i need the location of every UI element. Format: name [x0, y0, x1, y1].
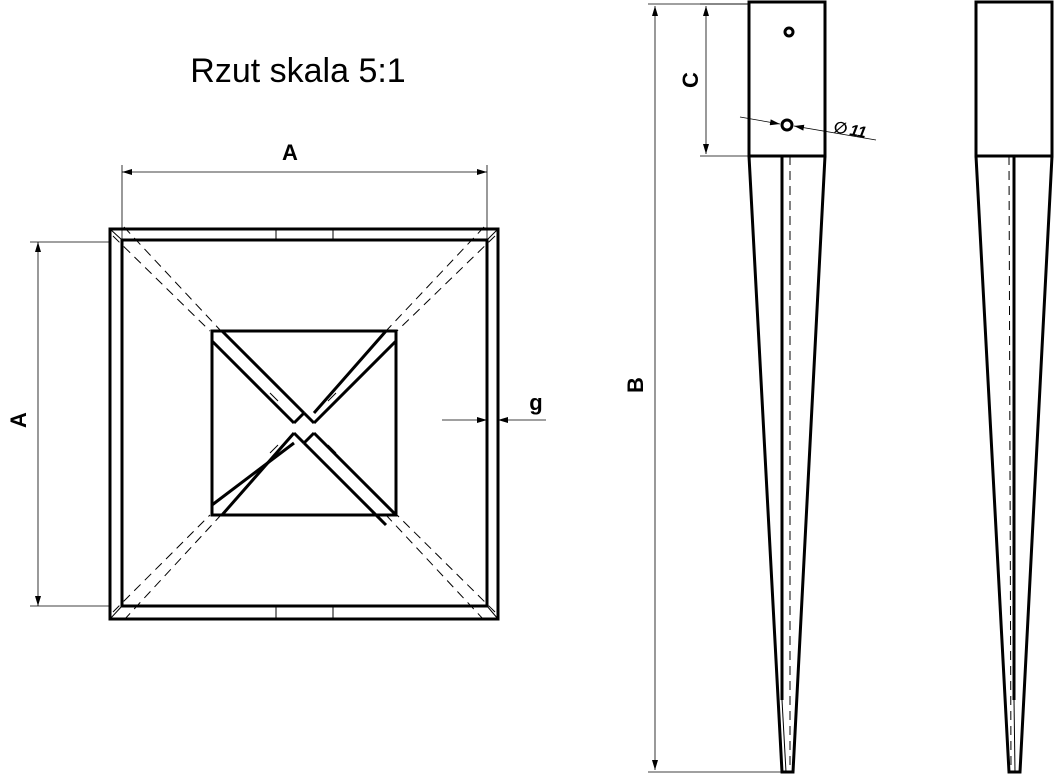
- dim-label-c: C: [678, 72, 703, 88]
- dim-label-a-left: A: [6, 412, 31, 428]
- dimension-a-horizontal: A: [121, 140, 488, 240]
- dimension-b: B: [623, 3, 782, 773]
- bolt-hole-bottom: [780, 118, 794, 132]
- socket-body-side: [974, 0, 1054, 158]
- side-view-side: [974, 0, 1054, 774]
- side-view-front: C ∅ 11 B: [623, 0, 877, 774]
- socket-body: [747, 0, 827, 158]
- plan-view: A A g: [6, 140, 546, 621]
- plan-inner-frame: [120, 238, 489, 608]
- dimension-c: C: [678, 3, 749, 157]
- bolt-hole-top: [783, 26, 795, 38]
- dimension-hole-diameter: ∅ 11: [739, 116, 877, 142]
- plan-inner-square: [210, 329, 398, 517]
- dim-label-b: B: [623, 377, 648, 393]
- cross-blades: [210, 329, 398, 527]
- dim-label-a-top: A: [282, 140, 298, 165]
- dimension-g: g: [442, 390, 546, 423]
- dim-label-g: g: [529, 390, 542, 415]
- plan-outer-frame: [108, 227, 500, 621]
- dim-label-diameter-symbol: ∅: [832, 119, 848, 138]
- spike-outline: [747, 155, 827, 774]
- dim-label-diameter: 11: [848, 122, 867, 142]
- drawing-title: Rzut skala 5:1: [190, 52, 405, 90]
- hidden-edges: [112, 226, 496, 621]
- dimension-a-vertical: A: [6, 241, 110, 607]
